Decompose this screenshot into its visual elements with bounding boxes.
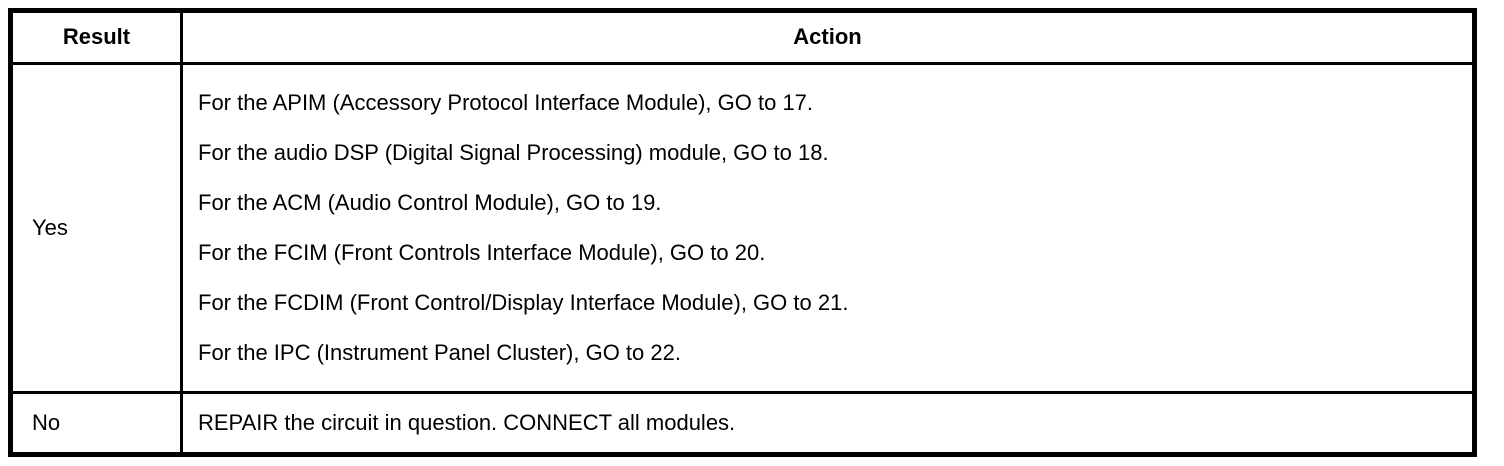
result-cell-yes: Yes: [13, 65, 183, 394]
action-line-repair: REPAIR the circuit in question. CONNECT …: [198, 409, 736, 435]
action-line-fcdim: For the FCDIM (Front Control/Display Int…: [198, 289, 849, 315]
result-cell-no: No: [13, 394, 183, 452]
diagnostic-result-action-table: Result Action Yes For the APIM (Accessor…: [8, 8, 1477, 457]
action-cell-no: REPAIR the circuit in question. CONNECT …: [183, 394, 1472, 452]
action-line-dsp: For the audio DSP (Digital Signal Proces…: [198, 139, 829, 165]
action-line-apim: For the APIM (Accessory Protocol Interfa…: [198, 89, 814, 115]
action-line-acm: For the ACM (Audio Control Module), GO t…: [198, 189, 662, 215]
action-column-header: Action: [183, 13, 1472, 65]
action-line-ipc: For the IPC (Instrument Panel Cluster), …: [198, 339, 681, 365]
action-cell-yes: For the APIM (Accessory Protocol Interfa…: [183, 65, 1472, 394]
result-column-header: Result: [13, 13, 183, 65]
action-line-fcim: For the FCIM (Front Controls Interface M…: [198, 239, 766, 265]
